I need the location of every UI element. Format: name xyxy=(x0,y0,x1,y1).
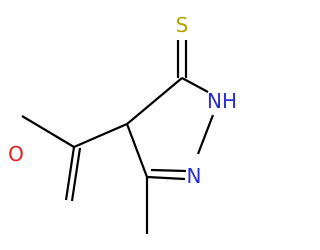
sulfur-atom-label: S xyxy=(176,13,189,37)
nh-atom-label: NH xyxy=(207,89,237,113)
bond-acetyl-methyl xyxy=(21,115,75,148)
bond-acetyl-o-double xyxy=(70,147,82,202)
bond-c4-acetyl xyxy=(73,122,128,149)
molecule-structure: S NH N O xyxy=(8,13,237,234)
bond-acetyl-o xyxy=(64,146,76,201)
bond-c4-c5 xyxy=(126,77,183,125)
bond-c3-c4 xyxy=(125,123,149,178)
bond-n-c3 xyxy=(146,175,186,181)
oxygen-atom-label: O xyxy=(8,142,24,166)
nitrogen-atom-label: N xyxy=(187,164,202,188)
bond-c5-nh xyxy=(181,77,209,93)
bond-nh-n xyxy=(196,114,215,155)
bond-n-c3-double xyxy=(150,168,187,173)
